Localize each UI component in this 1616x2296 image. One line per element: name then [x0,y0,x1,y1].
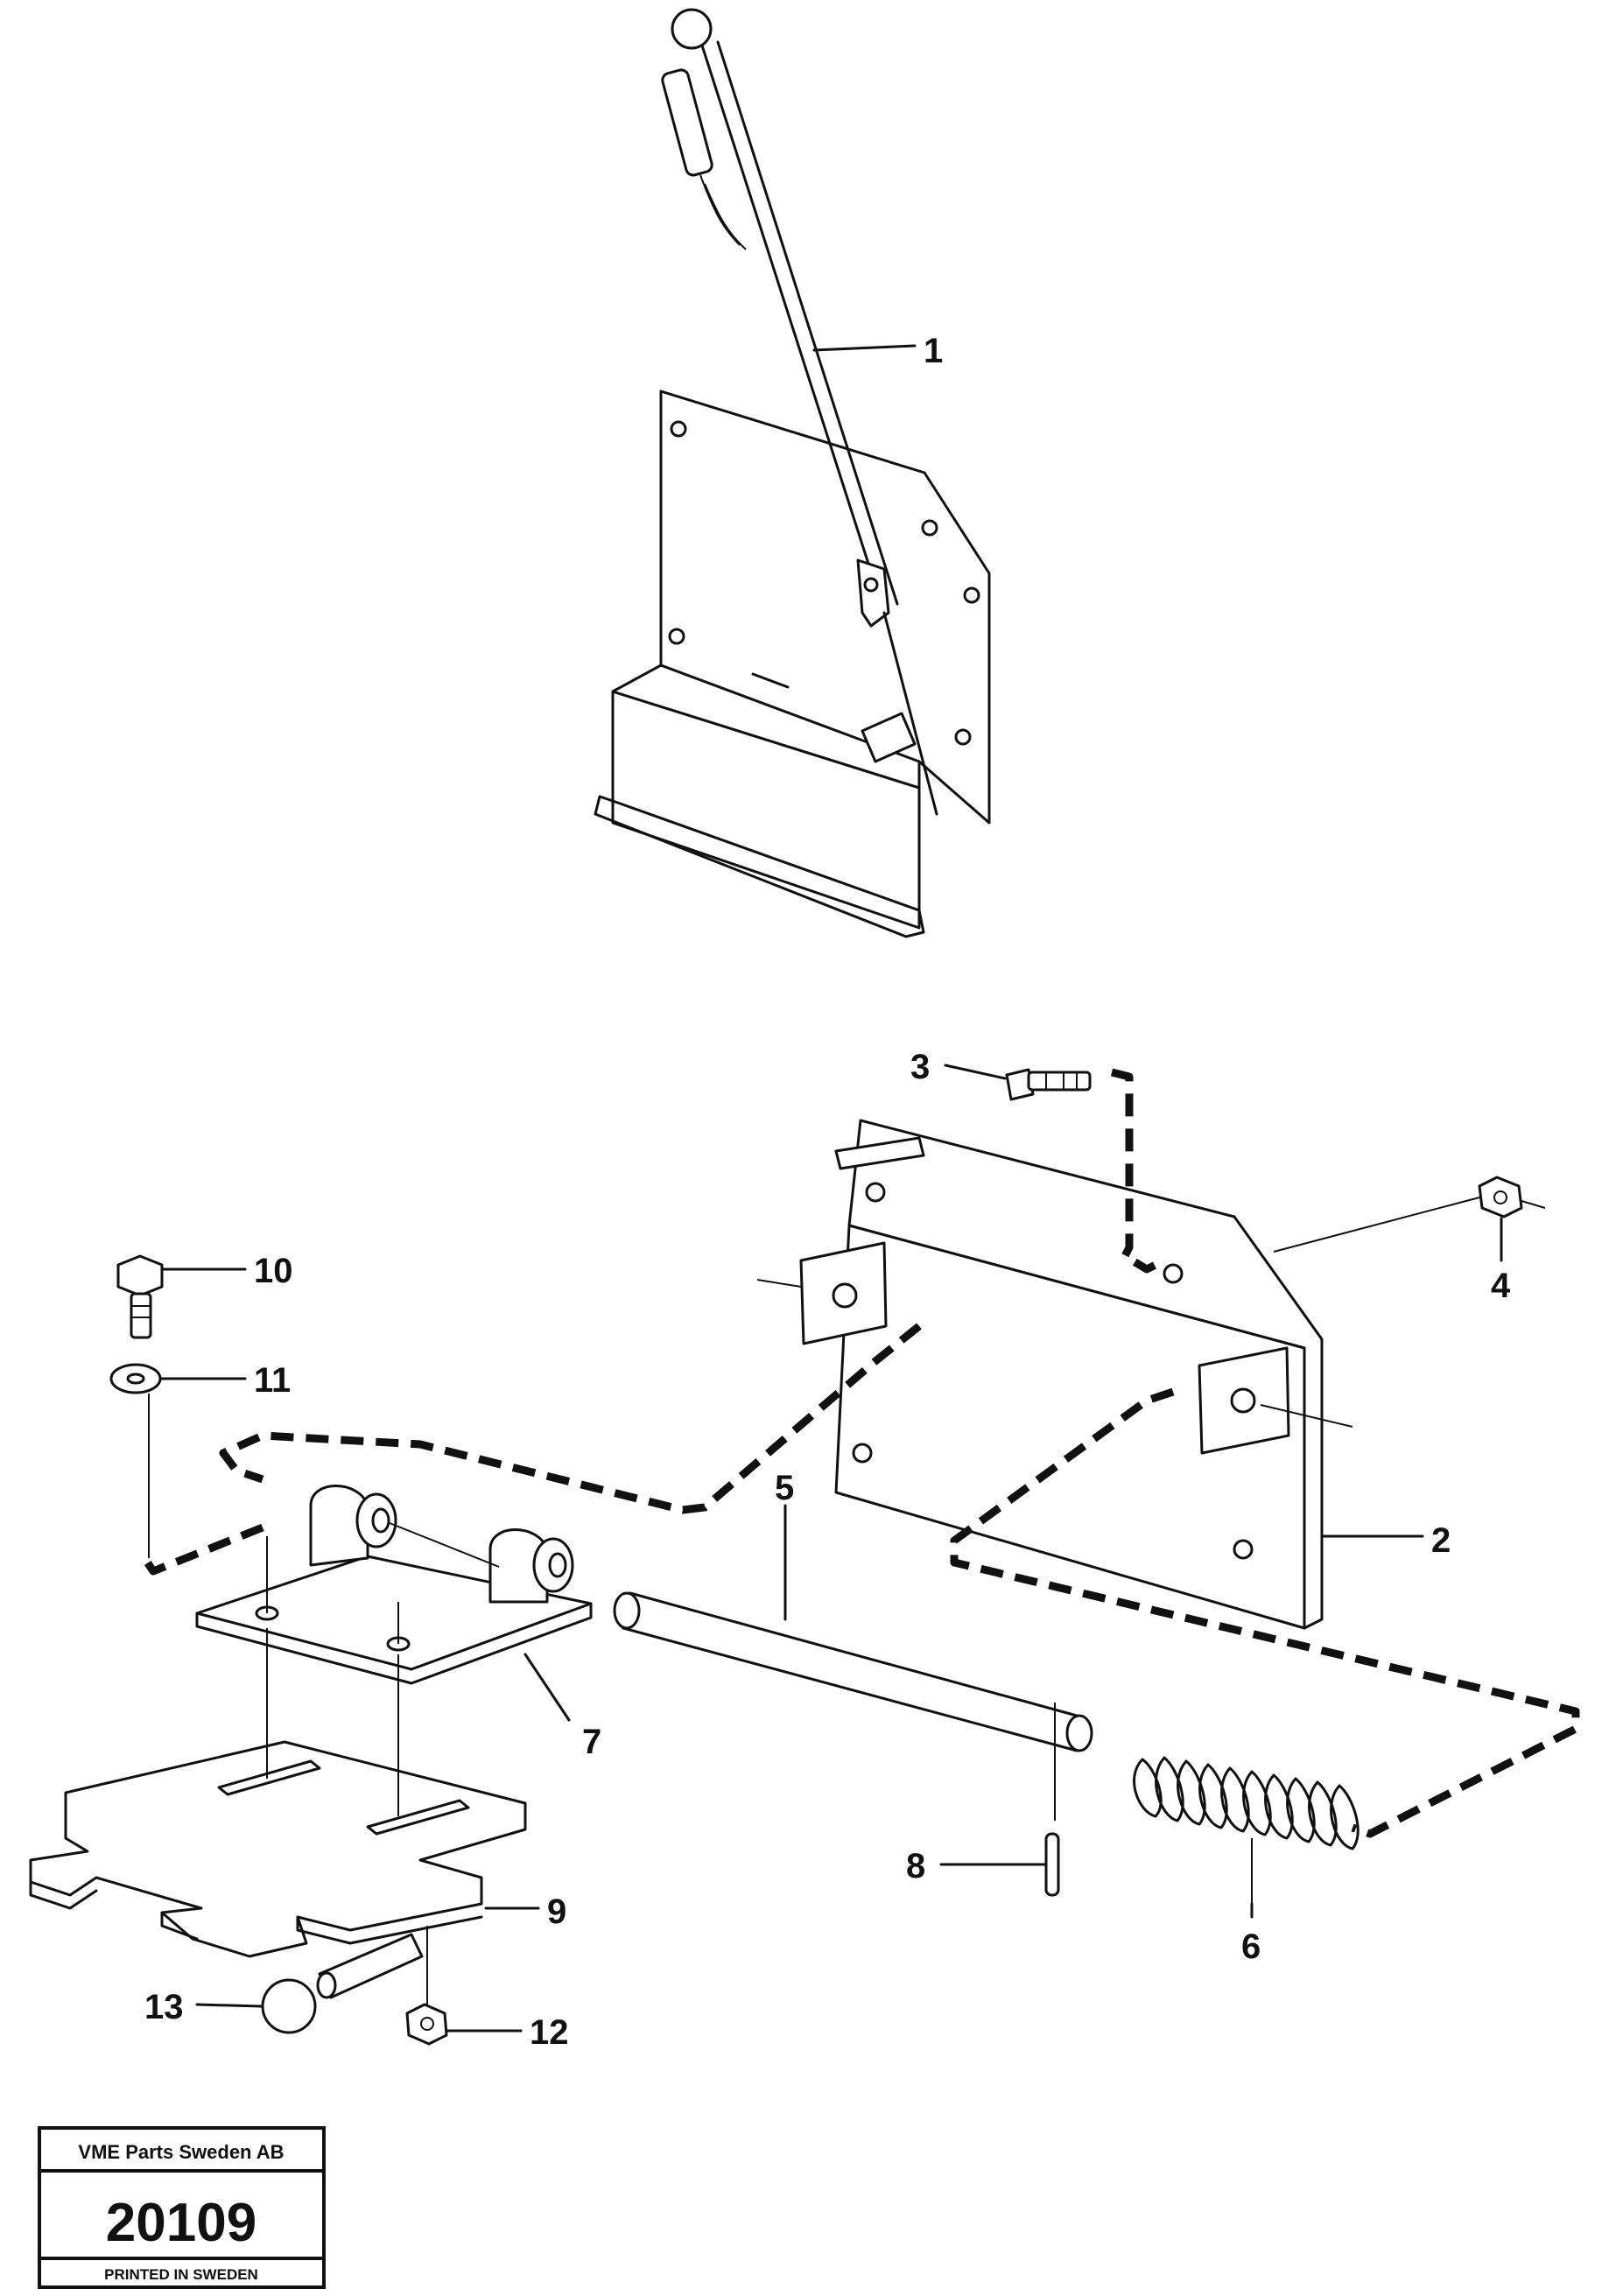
nut-part-12 [405,1926,448,2046]
hinge-part-7 [195,1485,593,1685]
callout-12: 12 [530,2013,569,2052]
assembly-dashed-lines [141,1068,1580,1838]
callout-6: 6 [1241,1927,1261,1966]
callout-2: 2 [1431,1521,1451,1560]
callout-3: 3 [910,1048,930,1086]
stamp-footer: PRINTED IN SWEDEN [104,2266,258,2283]
callout-4: 4 [1491,1267,1511,1305]
callout-11: 11 [254,1361,291,1400]
nut-part-4 [1273,1176,1546,1253]
pin-part-8 [1044,1832,1060,1897]
callout-leaders [158,344,1503,2033]
gear-lever [661,8,938,816]
callout-1: 1 [924,332,943,370]
plate-part-2 [756,1119,1353,1630]
callout-13: 13 [144,1988,184,2026]
callout-9: 9 [547,1892,566,1931]
shaft-part-5 [613,1591,1093,1821]
callout-10: 10 [254,1252,293,1290]
bolt-part-3 [1005,1068,1092,1101]
callout-7: 7 [582,1723,601,1761]
spring-part-6 [1133,1756,1360,1904]
washer-part-11 [109,1363,162,1558]
knob-part-13 [261,1933,424,2034]
upper-bracket [594,390,991,938]
bolt-part-10 [116,1254,164,1339]
callout-5: 5 [775,1469,794,1507]
stamp-number: 20109 [106,2193,256,2253]
stamp-company: VME Parts Sweden AB [78,2141,284,2163]
parts-stamp: VME Parts Sweden AB 20109 PRINTED IN SWE… [38,2126,326,2289]
callout-numbers: 1 2 3 4 5 6 7 8 9 10 11 12 13 [144,332,1511,2052]
callout-8: 8 [906,1847,925,1885]
bracket-part-9 [29,1628,527,1958]
